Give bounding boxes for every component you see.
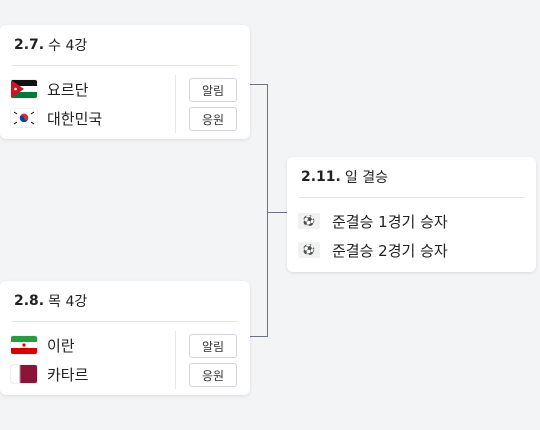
team-row: ⚽ 준결승 1경기 승자: [298, 210, 448, 232]
team-name: 준결승 2경기 승자: [332, 241, 448, 260]
match-header: 2.7. 수 4강: [12, 25, 238, 66]
team-row: ⚽ 준결승 2경기 승자: [298, 239, 448, 261]
qatar-flag-icon: [11, 365, 37, 383]
alert-button[interactable]: 알림: [189, 334, 237, 358]
cheer-button[interactable]: 응원: [189, 107, 237, 131]
bracket-line-vertical: [267, 84, 268, 337]
team-name: 요르단: [47, 80, 89, 99]
semifinal-card-1: 2.7. 수 4강 요르단: [0, 25, 250, 139]
match-date: 2.11.: [301, 169, 341, 185]
team-row: 이란: [11, 334, 75, 356]
alert-button[interactable]: 알림: [189, 78, 237, 102]
soccer-ball-icon: ⚽: [298, 242, 320, 258]
south-korea-flag-icon: [11, 109, 37, 127]
match-header: 2.11. 일 결승: [299, 157, 524, 198]
semifinal-card-2: 2.8. 목 4강 이란 카타르 알림: [0, 281, 250, 395]
final-card: 2.11. 일 결승 ⚽ 준결승 1경기 승자 ⚽ 준결승 2경기 승자: [287, 157, 536, 272]
match-date: 2.8.: [14, 293, 45, 309]
match-round: 목 4강: [48, 294, 88, 310]
vertical-divider: [175, 331, 176, 389]
bracket-line-top: [250, 84, 268, 85]
team-name: 이란: [47, 336, 75, 355]
team-row: 카타르: [11, 363, 88, 385]
bracket-line-final: [267, 212, 287, 213]
soccer-ball-icon: ⚽: [298, 213, 320, 229]
team-name: 준결승 1경기 승자: [332, 212, 448, 231]
match-round: 일 결승: [344, 170, 388, 186]
iran-flag-icon: [11, 336, 37, 354]
team-name: 카타르: [47, 365, 89, 384]
match-date: 2.7.: [14, 37, 45, 53]
jordan-flag-icon: [11, 80, 37, 98]
vertical-divider: [175, 75, 176, 133]
match-header: 2.8. 목 4강: [12, 281, 238, 322]
match-round: 수 4강: [48, 38, 88, 54]
team-row: 대한민국: [11, 107, 102, 129]
bracket-line-bottom: [250, 336, 268, 337]
team-name: 대한민국: [47, 109, 103, 128]
team-row: 요르단: [11, 78, 88, 100]
cheer-button[interactable]: 응원: [189, 363, 237, 387]
